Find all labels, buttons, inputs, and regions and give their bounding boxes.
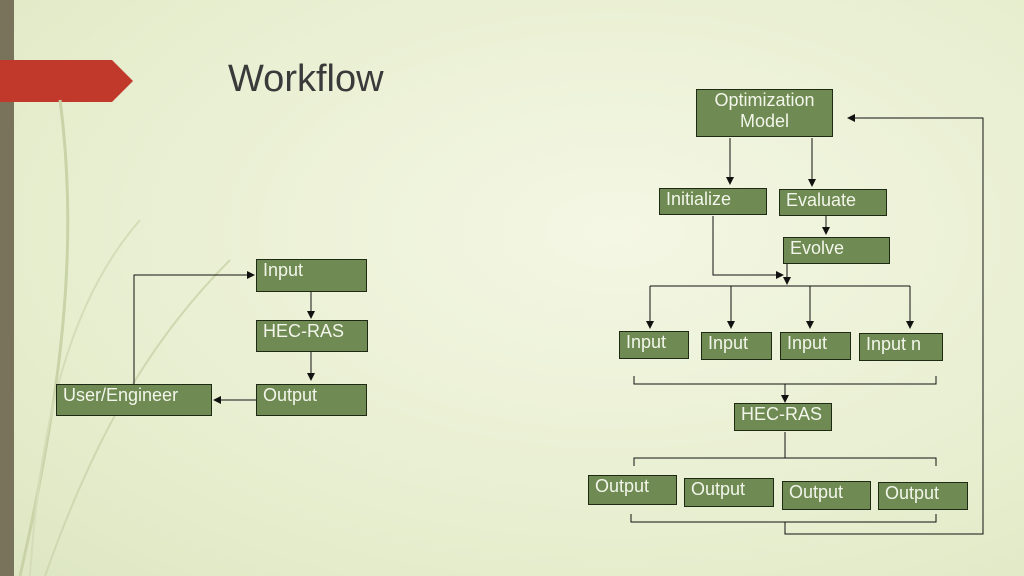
output-box-1: Output (588, 475, 677, 505)
output-box-2: Output (684, 478, 774, 507)
input-box-n: Input n (859, 333, 943, 361)
left-decorative-bar (0, 0, 14, 576)
output-box-3: Output (782, 481, 871, 510)
output-box-n: Output (878, 482, 968, 510)
left-output-box: Output (256, 384, 367, 416)
user-engineer-box: User/Engineer (56, 384, 212, 416)
page-title: Workflow (228, 58, 384, 100)
right-hecras-box: HEC-RAS (734, 403, 832, 431)
input-box-1: Input (619, 331, 689, 359)
left-input-box: Input (256, 259, 367, 292)
title-accent-arrow (0, 60, 133, 102)
optimization-model-box: Optimization Model (696, 89, 833, 137)
evolve-box: Evolve (783, 237, 890, 264)
evaluate-box: Evaluate (779, 189, 887, 216)
left-hecras-box: HEC-RAS (256, 320, 368, 352)
initialize-box: Initialize (659, 188, 767, 215)
input-box-3: Input (780, 332, 851, 360)
input-box-2: Input (701, 332, 772, 360)
